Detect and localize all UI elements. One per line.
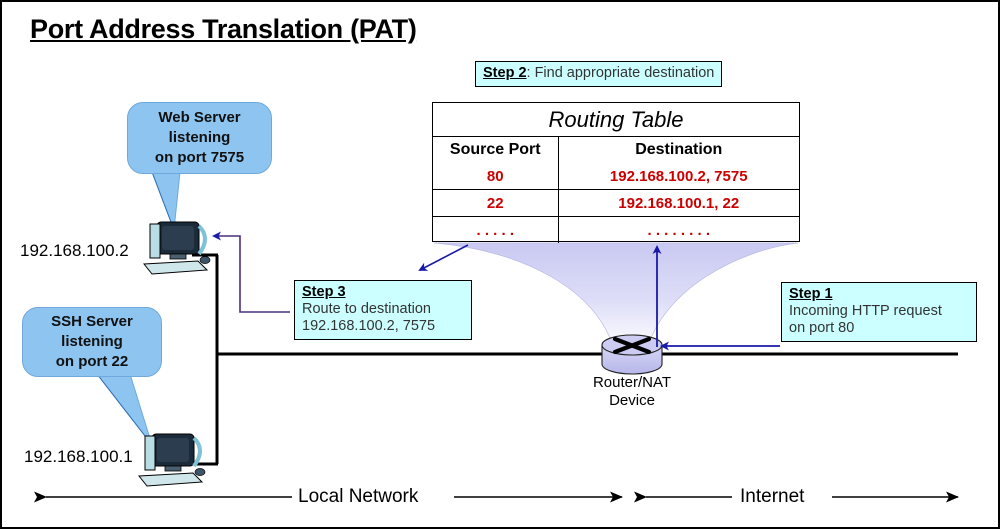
cell-destination: 192.168.100.1, 22 <box>558 189 799 217</box>
routing-table-grid: Source Port Destination 80 192.168.100.2… <box>433 137 799 243</box>
step2-label: Step 2 <box>483 65 527 81</box>
cell-source-port: 22 <box>433 189 559 217</box>
cell-source-port: 80 <box>433 163 559 190</box>
step3-line1: Route to destination <box>302 301 431 317</box>
legend-local-network: Local Network <box>298 486 419 507</box>
router-label: Router/NAT Device <box>557 374 707 410</box>
table-row: . . . . . . . . . . . . . <box>433 216 799 243</box>
arrow-step3-to-webserver <box>212 231 290 313</box>
callout-web-line3: on port 7575 <box>154 149 245 166</box>
callout-tail-web <box>151 171 181 231</box>
cell-destination: . . . . . . . . <box>647 221 710 239</box>
page-title: Port Address Translation (PAT) <box>30 14 417 44</box>
computer-icon-ssh-server <box>138 433 206 487</box>
cell-destination: 192.168.100.2, 7575 <box>558 163 799 190</box>
routing-table: Routing Table Source Port Destination 80… <box>432 102 800 243</box>
callout-ssh-line3: on port 22 <box>55 353 129 370</box>
callout-web-line2: listening <box>168 129 231 146</box>
step1-line1: Incoming HTTP request <box>789 303 942 319</box>
ip-label-web-server: 192.168.100.2 <box>20 241 129 260</box>
col-source-port: Source Port <box>433 137 559 163</box>
step1-box: Step 1 Incoming HTTP request on port 80 <box>781 282 977 342</box>
arrow-table-to-step3 <box>418 244 469 271</box>
step1-line2: on port 80 <box>789 320 855 336</box>
step3-label: Step 3 <box>302 284 346 300</box>
router-label-line1: Router/NAT <box>592 374 672 391</box>
funnel-shape <box>433 242 799 351</box>
ip-label-ssh-server: 192.168.100.1 <box>24 447 133 466</box>
callout-web-server: Web Server listening on port 7575 <box>127 102 272 174</box>
callout-web-line1: Web Server <box>158 109 241 126</box>
step2-text: : Find appropriate destination <box>526 65 715 81</box>
step1-label: Step 1 <box>789 286 833 302</box>
step3-box: Step 3 Route to destination 192.168.100.… <box>294 280 472 340</box>
table-header-row: Source Port Destination <box>433 137 799 163</box>
legend-internet: Internet <box>740 486 805 507</box>
col-destination: Destination <box>635 141 723 158</box>
callout-ssh-line1: SSH Server <box>51 313 133 330</box>
callout-ssh-line2: listening <box>61 333 123 350</box>
step3-line2: 192.168.100.2, 7575 <box>302 318 436 334</box>
router-label-line2: Device <box>609 392 655 409</box>
computer-icon-web-server <box>143 221 211 275</box>
cell-source-port: . . . . . <box>433 216 559 243</box>
callout-ssh-server: SSH Server listening on port 22 <box>22 307 162 377</box>
router-nat-icon <box>601 334 663 375</box>
table-row: 22 192.168.100.1, 22 <box>433 189 799 217</box>
callout-tail-ssh <box>95 373 153 446</box>
table-row: 80 192.168.100.2, 7575 <box>433 163 799 190</box>
routing-table-title: Routing Table <box>433 103 799 137</box>
step2-box: Step 2: Find appropriate destination <box>475 61 723 87</box>
